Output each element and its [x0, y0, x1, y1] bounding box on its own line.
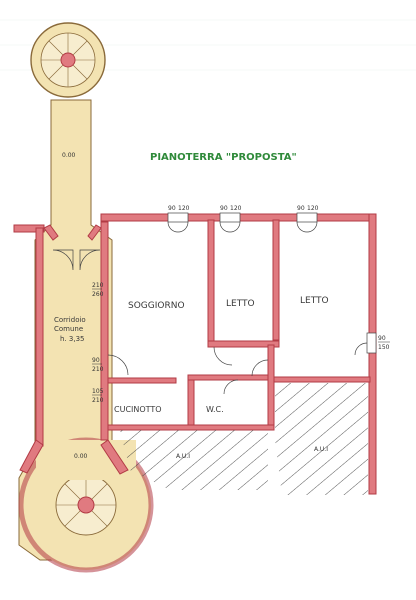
svg-text:90: 90 — [297, 205, 305, 212]
corridor-label-2: Comune — [54, 325, 83, 333]
svg-text:210: 210 — [92, 397, 104, 404]
room-label-wc: W.C. — [206, 405, 224, 414]
room-label-letto-1: LETTO — [226, 299, 255, 309]
aui-label-right: A.U.I — [314, 446, 328, 453]
room-label-cucinotto: CUCINOTTO — [114, 405, 162, 414]
door-dimensions: 210 260 90 210 105 210 — [92, 282, 104, 404]
level-marker-bottom: 0.00 — [74, 453, 88, 460]
svg-text:120: 120 — [178, 205, 190, 212]
room-label-letto-2: LETTO — [300, 296, 329, 306]
svg-text:150: 150 — [378, 344, 390, 351]
level-marker-top: 0.00 — [62, 152, 76, 159]
aui-hatching — [120, 383, 368, 495]
corridor-label-1: Corridoio — [54, 316, 86, 324]
window-dimensions: 90 120 90 120 90 120 90 150 — [168, 205, 390, 351]
room-label-soggiorno: SOGGIORNO — [128, 301, 185, 311]
corridor-height: h. 3,35 — [60, 335, 84, 343]
svg-text:90: 90 — [378, 335, 386, 342]
aui-label-left: A.U.I — [176, 453, 190, 460]
svg-text:120: 120 — [307, 205, 319, 212]
plan-title: PIANOTERRA "PROPOSTA" — [150, 152, 297, 163]
svg-text:105: 105 — [92, 388, 104, 395]
svg-text:210: 210 — [92, 366, 104, 373]
svg-text:90: 90 — [92, 357, 100, 364]
windows — [167, 212, 377, 354]
svg-text:210: 210 — [92, 282, 104, 289]
door-swings — [52, 221, 368, 395]
svg-text:260: 260 — [92, 291, 104, 298]
svg-text:120: 120 — [230, 205, 242, 212]
svg-text:90: 90 — [168, 205, 176, 212]
svg-text:90: 90 — [220, 205, 228, 212]
